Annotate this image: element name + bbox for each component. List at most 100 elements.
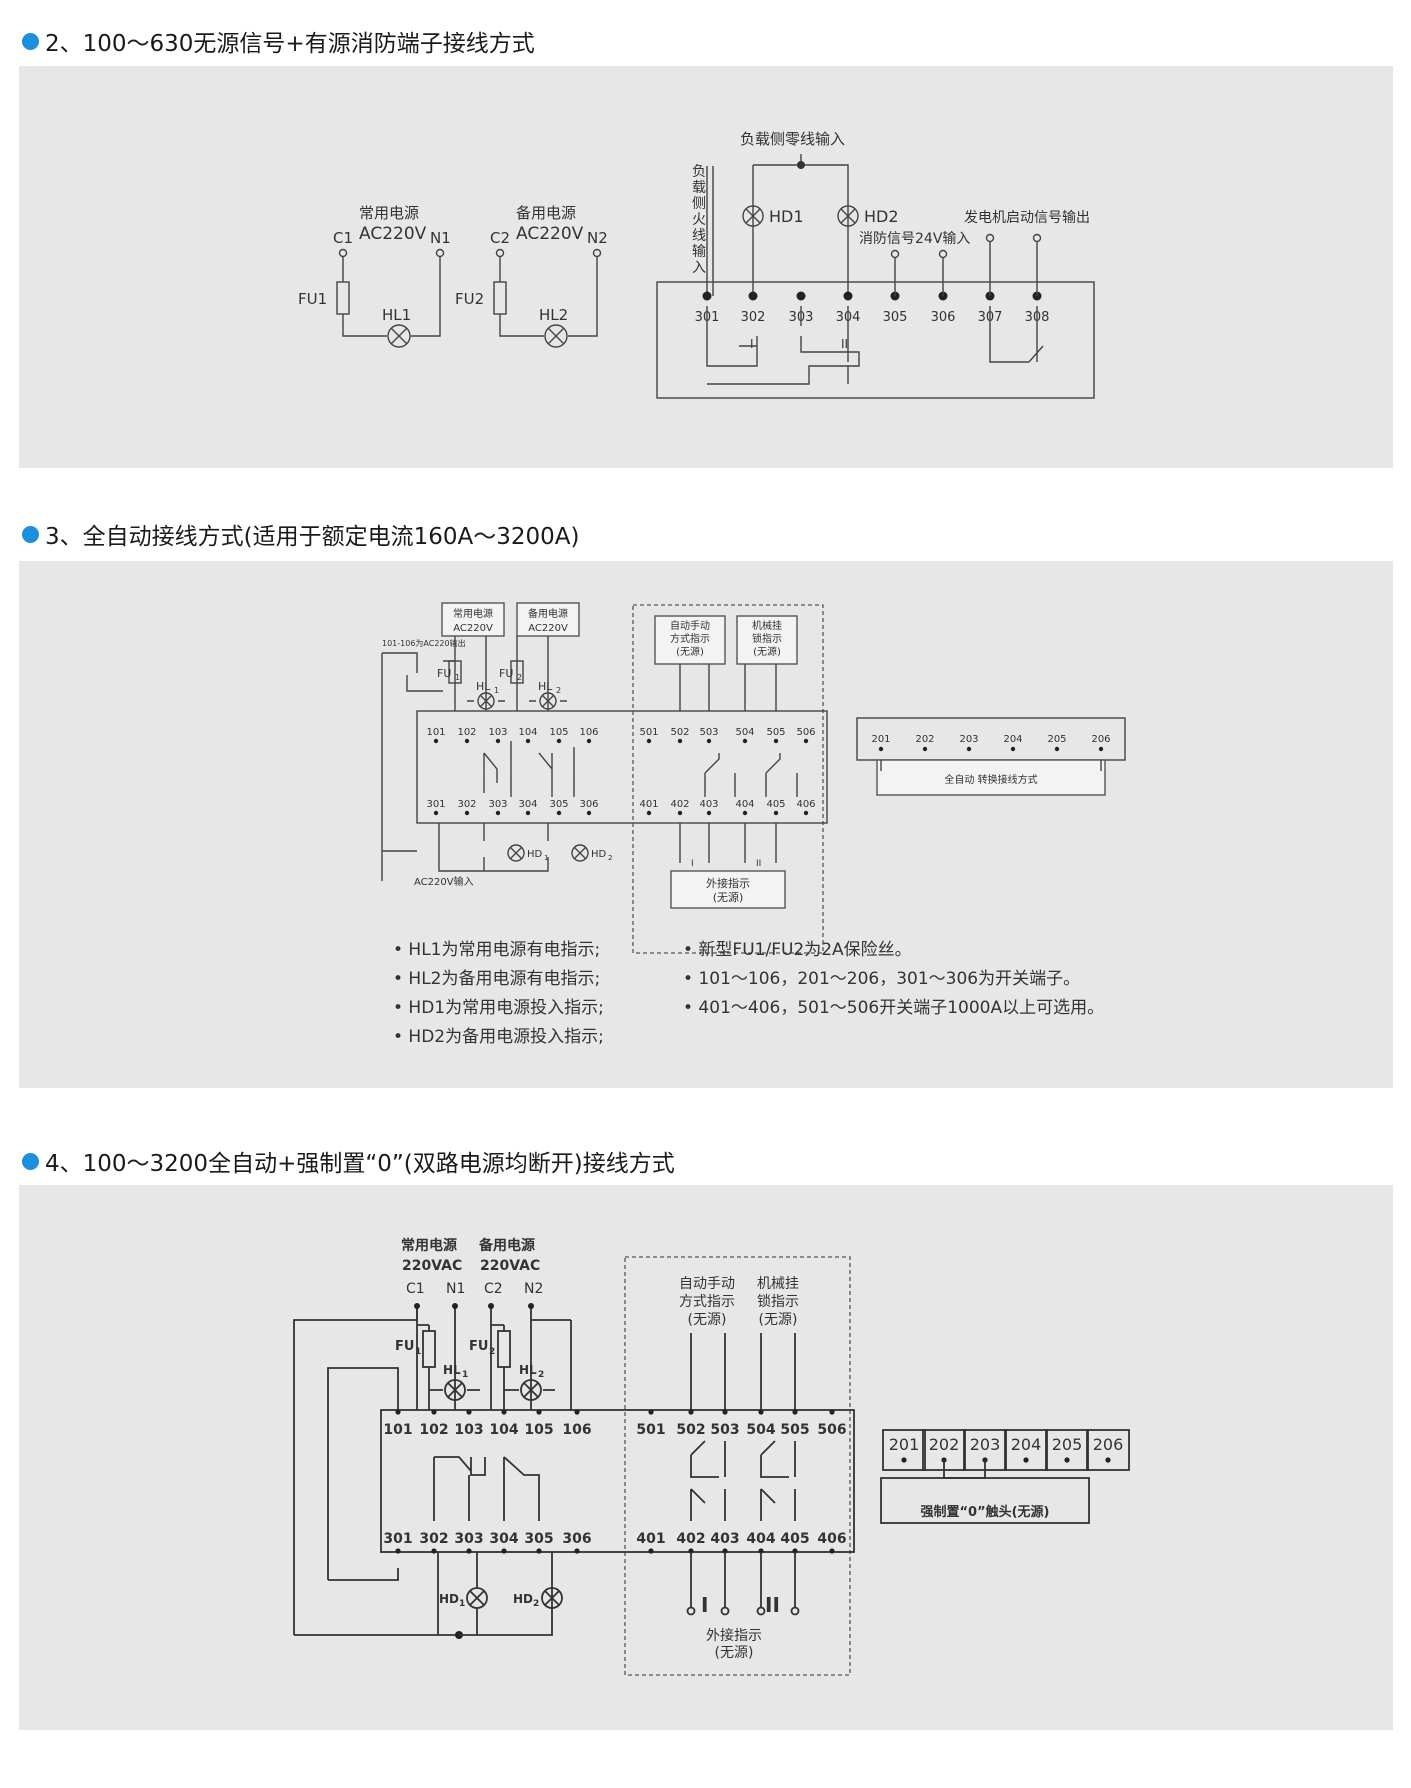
side-caption-leads xyxy=(880,760,1102,771)
signal-terminal xyxy=(1032,233,1042,243)
ext-term-4 xyxy=(790,1606,800,1616)
normal-source-label: 常用电源 xyxy=(401,1237,457,1254)
terminal-dot xyxy=(1098,746,1104,752)
hd1-label: HD xyxy=(439,1592,459,1606)
terminal-label: 404 xyxy=(746,1531,775,1547)
backup-source-box xyxy=(516,602,580,637)
terminal-dot xyxy=(1105,1457,1111,1463)
hl2-cross xyxy=(523,1382,539,1398)
terminal-dot xyxy=(536,1409,542,1415)
terminal-label: 404 xyxy=(735,799,754,810)
terminal-label: 506 xyxy=(796,727,815,738)
source-drops xyxy=(416,1306,572,1410)
terminal-dot xyxy=(1054,746,1060,752)
terminal-504: 504 xyxy=(746,1409,776,1438)
note-fuse: • 新型FU1/FU2为2A保险丝。 xyxy=(683,940,912,960)
main-contacts xyxy=(433,1456,540,1521)
hd-wires xyxy=(438,823,549,872)
terminal-dot xyxy=(433,738,439,744)
terminal-301: 301 xyxy=(695,291,719,325)
terminal-label: 103 xyxy=(454,1422,483,1438)
wiring-diagram-2: 常用电源 AC220V C1 N1 FU1 HL1 备用电源 AC220V C2… xyxy=(298,130,1095,399)
terminal-302: 302 xyxy=(741,291,765,325)
terminal-label: 306 xyxy=(931,310,956,325)
terminal-dot xyxy=(536,1548,542,1554)
terminal-label: 402 xyxy=(670,799,689,810)
inner-loop-wire xyxy=(327,1367,399,1581)
terminal-dot xyxy=(688,1409,694,1415)
terminal-block-main xyxy=(416,710,828,824)
terminal-dot xyxy=(742,738,748,744)
terminal-201: 201 xyxy=(889,1435,919,1463)
terminal-306: 306 xyxy=(562,1531,592,1554)
fu1-label: FU xyxy=(437,667,451,680)
terminal-dot xyxy=(495,810,501,816)
fu2-fuse-icon xyxy=(493,281,507,315)
auto-box-line3: (无源) xyxy=(676,645,704,658)
fu1-label: FU1 xyxy=(298,290,327,308)
terminal-label: 106 xyxy=(579,727,598,738)
hd2-lamp-icon xyxy=(541,1587,563,1609)
terminal-label: 401 xyxy=(639,799,658,810)
hd2-lamp-icon xyxy=(571,844,589,862)
terminal-label: 303 xyxy=(488,799,507,810)
terminal-dot xyxy=(758,1409,764,1415)
c1-dot xyxy=(414,1303,420,1309)
hl2-label: HL xyxy=(519,1363,537,1377)
terminal-dot xyxy=(648,1548,654,1554)
terminal-201: 201 xyxy=(871,734,891,752)
terminal-label: 501 xyxy=(636,1422,665,1438)
side-terminal-cell xyxy=(1086,1429,1130,1471)
hl2-lamp-icon xyxy=(544,324,568,348)
terminal-104: 104 xyxy=(489,1409,519,1438)
auxiliary-dashed-region xyxy=(624,1256,851,1676)
terminal-205: 205 xyxy=(1047,734,1067,752)
terminal-404: 404 xyxy=(735,799,755,816)
aux-top-contacts xyxy=(690,1440,796,1478)
terminal-305: 305 xyxy=(549,799,569,816)
roman-i: I xyxy=(691,859,694,869)
circuit-2-wire xyxy=(499,257,598,337)
fu2-label: FU xyxy=(469,1339,488,1354)
side-caption: 全自动 转换接线方式 xyxy=(944,773,1037,786)
terminal-102: 102 xyxy=(457,727,477,744)
hd1-label: HD1 xyxy=(769,207,804,226)
terminal-dot xyxy=(922,746,928,752)
fu2-label: FU2 xyxy=(455,290,484,308)
terminal-label: 502 xyxy=(670,727,689,738)
terminal-label: 506 xyxy=(817,1422,846,1438)
hd2-lamp-cross xyxy=(840,208,856,224)
terminal-label: 204 xyxy=(1003,734,1022,745)
terminal-203: 203 xyxy=(959,734,979,752)
ext-box-line1: 外接指示 xyxy=(706,876,750,890)
terminal-404: 404 xyxy=(746,1531,776,1554)
gen-contact-wire xyxy=(989,306,1044,363)
contact-i-wire xyxy=(706,306,758,367)
terminal-dot xyxy=(586,738,592,744)
terminal-dot xyxy=(748,291,758,301)
terminal-label: 305 xyxy=(883,310,908,325)
terminal-dot xyxy=(574,1409,580,1415)
terminal-dot xyxy=(395,1409,401,1415)
terminal-dot xyxy=(702,291,712,301)
terminal-label: 305 xyxy=(524,1531,553,1547)
side-caption: 强制置“0”触头(无源) xyxy=(920,1504,1049,1520)
circuit-1-wire xyxy=(342,257,441,337)
terminal-302: 302 xyxy=(457,799,477,816)
terminal-101: 101 xyxy=(383,1409,413,1438)
terminal-dot xyxy=(1023,1457,1029,1463)
terminal-dot xyxy=(464,738,470,744)
terminal-dot xyxy=(829,1409,835,1415)
mech-label-1: 机械挂 xyxy=(757,1276,799,1292)
fu2-label: FU xyxy=(499,667,513,680)
terminal-block-300 xyxy=(656,281,1095,399)
terminal-dot xyxy=(1010,746,1016,752)
side-caption-box xyxy=(876,759,1106,796)
terminal-label: 102 xyxy=(457,727,476,738)
terminal-dot xyxy=(466,1548,472,1554)
ext-term-1 xyxy=(686,1606,696,1616)
contact-link-wire xyxy=(707,306,860,385)
